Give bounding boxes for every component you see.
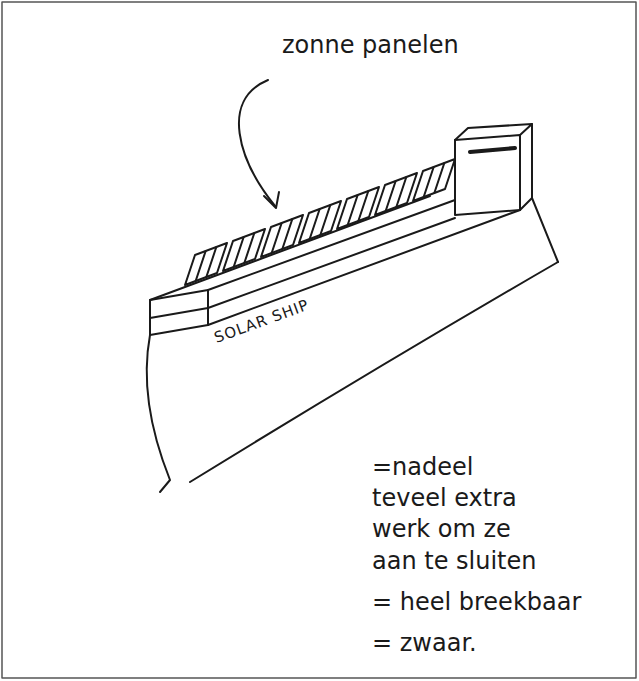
panel-divider: [434, 163, 444, 193]
window-slot: [470, 148, 515, 152]
panel-frame: [261, 215, 303, 257]
superstructure: [455, 135, 520, 215]
panel-divider: [234, 237, 244, 267]
panel-frame: [337, 187, 379, 229]
panel-frame: [223, 229, 265, 271]
panel-divider: [358, 191, 368, 221]
arrow-head: [264, 192, 279, 208]
hull-bottom: [190, 262, 558, 482]
panel-divider: [396, 177, 406, 207]
solar-panel: [375, 173, 417, 215]
deck-edge: [208, 200, 455, 290]
solar-panel: [299, 201, 341, 243]
panel-divider: [320, 205, 330, 235]
panel-frame: [413, 159, 455, 201]
panel-frame: [375, 173, 417, 215]
bow-line: [147, 335, 170, 492]
deck-edge: [208, 210, 520, 325]
panel-divider: [196, 251, 206, 281]
solar-panel: [223, 229, 265, 271]
note: = zwaar.: [372, 628, 612, 659]
superstructure-top: [455, 124, 532, 140]
panel-frame: [299, 201, 341, 243]
solar-panel: [337, 187, 379, 229]
panel-frame: [185, 243, 227, 285]
panel-divider: [424, 167, 434, 197]
superstructure-side: [520, 124, 532, 210]
note: =nadeel teveel extra werk om ze aan te s…: [372, 452, 552, 577]
note: = heel breekbaar: [372, 587, 612, 618]
hull-name: SOLAR SHIP: [212, 296, 312, 348]
panel-divider: [386, 181, 396, 211]
stern-line: [532, 198, 558, 262]
solar-panel: [261, 215, 303, 257]
deck-edge: [150, 196, 430, 300]
panel-divider: [348, 195, 358, 225]
solar-panel: [413, 159, 455, 201]
panel-divider: [244, 233, 254, 263]
panel-divider: [272, 223, 282, 253]
panel-divider: [206, 247, 216, 277]
leader-arrow: [239, 80, 275, 206]
panel-divider: [310, 209, 320, 239]
panel-divider: [282, 219, 292, 249]
callout-label: zonne panelen: [282, 30, 459, 61]
solar-panels: [185, 159, 455, 285]
solar-panel: [185, 243, 227, 285]
